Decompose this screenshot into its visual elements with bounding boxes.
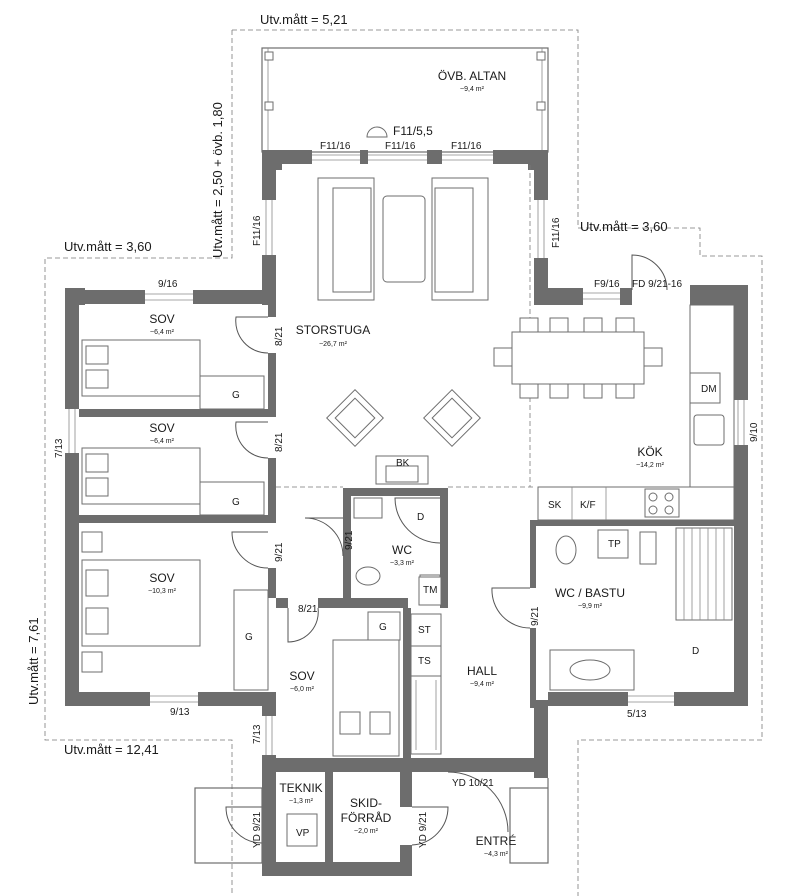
room-wc-name: WC xyxy=(392,543,412,557)
opening-yd9-21-entre: YD 9/21 xyxy=(418,811,429,848)
opening-f11-16-right: F11/16 xyxy=(551,217,562,248)
dim-bottom-left: Utv.mått = 12,41 xyxy=(64,742,159,757)
fixture-kf: K/F xyxy=(580,500,596,511)
room-sov2-area: ~6,4 m² xyxy=(150,438,175,445)
room-skid-name1: SKID- xyxy=(350,796,382,810)
opening-labels: F11/5,5 F11/16 F11/16 F11/16 F11/16 F11/… xyxy=(54,124,760,848)
fixture-d-wc: D xyxy=(417,512,424,523)
room-wcbastu-area: ~9,9 m² xyxy=(578,603,603,610)
opening-yd9-21-teknik: YD 9/21 xyxy=(252,811,263,848)
armchairs xyxy=(326,389,481,447)
room-skid-name2: FÖRRÅD xyxy=(341,810,392,825)
fixture-g3: G xyxy=(245,632,253,643)
dim-top: Utv.mått = 5,21 xyxy=(260,12,348,27)
fixture-g2: G xyxy=(232,497,240,508)
opening-9-10: 9/10 xyxy=(749,422,760,442)
opening-f11-16-left: F11/16 xyxy=(252,215,263,246)
room-kok-name: KÖK xyxy=(637,445,662,459)
opening-8-21-b: 8/21 xyxy=(274,432,285,452)
opening-f11-16-c: F11/16 xyxy=(451,141,482,152)
kitchen-counter xyxy=(537,304,735,521)
opening-9-13: 9/13 xyxy=(170,707,190,718)
room-sov4-name: SOV xyxy=(289,669,314,683)
opening-9-21-wc: 9/21 xyxy=(344,530,355,550)
room-teknik-area: ~1,3 m² xyxy=(289,798,314,805)
fixture-sk: SK xyxy=(548,500,562,511)
opening-5-13: 5/13 xyxy=(627,709,647,720)
closets xyxy=(286,576,442,847)
opening-7-13-bottom: 7/13 xyxy=(252,724,263,744)
room-hall-area: ~9,4 m² xyxy=(470,681,495,688)
fixture-tm: TM xyxy=(423,585,437,596)
skylight-symbol xyxy=(366,126,388,138)
opening-f11-16-b: F11/16 xyxy=(385,141,416,152)
fixture-d-bastu: D xyxy=(692,646,699,657)
fixture-g4: G xyxy=(379,622,387,633)
windows xyxy=(68,154,745,755)
fixture-labels: G G G G BK D TM ST TS DM SK K/F TP D VP xyxy=(232,384,717,839)
room-storstuga-area: ~26,7 m² xyxy=(319,341,347,348)
opening-9-16: 9/16 xyxy=(158,279,178,290)
fixture-dm: DM xyxy=(701,384,717,395)
opening-9-21-bastu: 9/21 xyxy=(530,606,541,626)
opening-9-21-sov: 9/21 xyxy=(274,542,285,562)
sofa-group xyxy=(317,177,489,301)
room-sov4-area: ~6,0 m² xyxy=(290,686,315,693)
room-sov1-name: SOV xyxy=(149,312,174,326)
beds xyxy=(81,339,401,757)
wc-fixtures xyxy=(353,497,733,691)
room-storstuga-name: STORSTUGA xyxy=(296,323,370,337)
altan-area xyxy=(261,47,549,153)
room-altan-area: ~9,4 m² xyxy=(460,86,485,93)
fixture-ts: TS xyxy=(418,656,431,667)
room-hall-name: HALL xyxy=(467,664,497,678)
fixture-g1: G xyxy=(232,390,240,401)
fixture-bk: BK xyxy=(396,458,410,469)
room-entre-name: ENTRÉ xyxy=(476,833,517,848)
room-wc-area: ~3,3 m² xyxy=(390,560,415,567)
dim-left-lower-vertical: Utv.mått = 7,61 xyxy=(26,617,41,705)
opening-fd: FD 9/21-16 xyxy=(632,279,682,290)
dim-left-vertical: Utv.mått = 2,50 + övb. 1,80 xyxy=(210,102,225,258)
opening-f11-16-a: F11/16 xyxy=(320,141,351,152)
room-teknik-name: TEKNIK xyxy=(279,781,322,795)
fixture-st: ST xyxy=(418,625,431,636)
entrance-step xyxy=(509,787,549,864)
fixture-vp: VP xyxy=(296,828,310,839)
walls xyxy=(65,150,748,876)
room-wcbastu-name: WC / BASTU xyxy=(555,586,625,600)
dining-table xyxy=(493,317,663,399)
fireplace xyxy=(375,455,429,485)
opening-7-13-left: 7/13 xyxy=(54,438,65,458)
room-sov3-name: SOV xyxy=(149,571,174,585)
room-kok-area: ~14,2 m² xyxy=(636,462,664,469)
room-labels: ÖVB. ALTAN ~9,4 m² STORSTUGA ~26,7 m² SO… xyxy=(148,69,664,858)
opening-8-21-sov4: 8/21 xyxy=(298,604,318,615)
fixture-tp: TP xyxy=(608,539,621,550)
room-skid-area: ~2,0 m² xyxy=(354,828,379,835)
opening-8-21-a: 8/21 xyxy=(274,326,285,346)
dimension-labels: Utv.mått = 5,21 Utv.mått = 2,50 + övb. 1… xyxy=(26,12,668,757)
room-sov1-area: ~6,4 m² xyxy=(150,329,175,336)
dim-right-kitchen: Utv.mått = 3,60 xyxy=(580,219,668,234)
entrance-step xyxy=(194,787,263,864)
opening-f11-5-5: F11/5,5 xyxy=(393,124,433,138)
room-altan-name: ÖVB. ALTAN xyxy=(438,69,506,83)
room-sov3-area: ~10,3 m² xyxy=(148,588,176,595)
roof-outline xyxy=(44,29,763,896)
opening-f9-16: F9/16 xyxy=(594,279,620,290)
room-sov2-name: SOV xyxy=(149,421,174,435)
dim-left-wing: Utv.mått = 3,60 xyxy=(64,239,152,254)
opening-yd10-21: YD 10/21 xyxy=(452,778,494,789)
room-entre-area: ~4,3 m² xyxy=(484,851,509,858)
